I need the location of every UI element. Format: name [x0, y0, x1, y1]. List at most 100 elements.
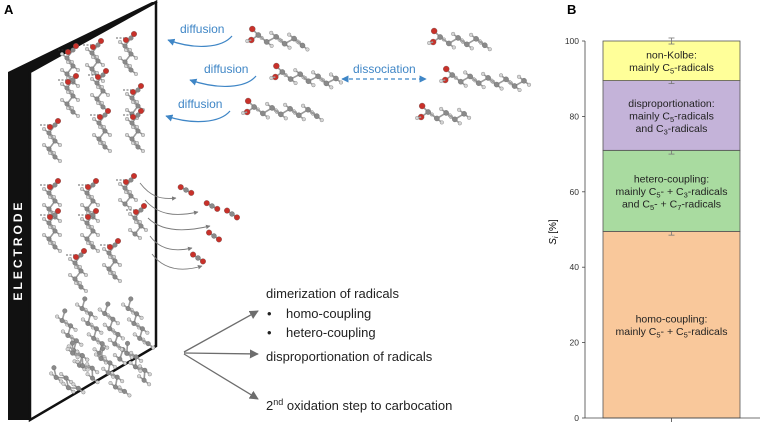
- carbon-atom: [106, 266, 112, 272]
- oxidation-prefix: 2: [266, 398, 273, 413]
- carbon-atom: [46, 206, 52, 212]
- hydrogen-atom: [58, 219, 62, 223]
- hydrogen-atom: [138, 236, 142, 240]
- hydrogen-atom: [147, 372, 152, 377]
- oxygen-atom: [190, 251, 196, 258]
- hydrogen-atom: [265, 115, 270, 120]
- carbon-atom: [70, 350, 76, 356]
- diffusion-arrow-3: [165, 110, 231, 123]
- hydrogen-atom: [121, 302, 126, 307]
- carbon-atom: [145, 341, 151, 347]
- oxygen-atom: [130, 89, 136, 95]
- carbon-atom: [446, 40, 452, 47]
- hydrogen-atom: [118, 279, 122, 283]
- oxidation-rest: oxidation step to carbocation: [283, 398, 452, 413]
- electrode-side-face: [8, 72, 30, 420]
- adsorbed-radical: [100, 238, 122, 283]
- adsorbed-radical: [40, 208, 62, 253]
- carbon-atom: [91, 335, 97, 341]
- oxidation-sup: nd: [273, 397, 283, 407]
- segment-label-run: 3: [664, 127, 668, 136]
- carbon-atom: [305, 78, 312, 84]
- release-arrow: [151, 253, 203, 270]
- carbon-atom: [46, 236, 52, 242]
- hydrogen-atom: [107, 337, 112, 342]
- hydrogen-atom: [80, 217, 84, 221]
- hydrogen-atom: [84, 273, 88, 277]
- hydrogen-atom: [439, 106, 444, 111]
- carbon-atom: [90, 198, 96, 204]
- carbon-atom: [124, 350, 130, 356]
- hydrogen-atom: [85, 357, 90, 362]
- hydrogen-atom: [60, 68, 64, 72]
- homo-coupling-bullet: •: [267, 306, 272, 321]
- hydrogen-atom: [293, 68, 298, 73]
- carbon-atom: [102, 144, 108, 150]
- carbon-atom: [291, 35, 297, 42]
- carbon-atom: [96, 136, 102, 142]
- oxygen-atom: [216, 236, 222, 243]
- oxygen-atom: [93, 208, 99, 214]
- oxygen-atom: [95, 74, 101, 80]
- oxygen-atom: [85, 184, 91, 190]
- oxygen-atom: [90, 44, 96, 50]
- segment-label-run: mainly C: [629, 62, 670, 74]
- adsorbed-radical: [126, 203, 148, 240]
- carbon-atom: [99, 341, 105, 347]
- hydrogen-atom: [137, 374, 142, 379]
- hydrogen-atom: [68, 257, 72, 261]
- hydrogen-atom: [60, 82, 64, 86]
- hydrogen-atom: [147, 382, 152, 387]
- hydrogen-atom: [141, 133, 145, 137]
- carbon-atom: [452, 116, 458, 123]
- coupled-alkane: [49, 365, 86, 395]
- carbon-atom: [482, 42, 488, 48]
- carbon-atom: [279, 69, 286, 75]
- hydrogen-atom: [120, 336, 125, 341]
- hydrogen-atom: [71, 389, 76, 394]
- oxygen-atom: [115, 238, 121, 244]
- hydrogen-atom: [42, 187, 46, 191]
- hydrogen-atom: [84, 289, 88, 293]
- oxygen-atom: [47, 214, 53, 220]
- coupled-alkane: [75, 296, 110, 360]
- release-arrow: [147, 217, 211, 231]
- carbon-atom: [107, 326, 113, 332]
- hydrogen-atom: [119, 347, 124, 352]
- hydrogen-atom: [305, 47, 310, 52]
- hydrogen-atom: [128, 206, 132, 210]
- segment-label: disproportionation:: [628, 98, 714, 110]
- hydrogen-atom: [73, 327, 78, 332]
- hydrogen-atom: [85, 362, 90, 367]
- y-tick-label: 20: [570, 338, 580, 348]
- adsorbed-radical: [123, 108, 145, 153]
- release-arrow: [149, 235, 193, 252]
- segment-label-run: mainly C: [629, 110, 670, 122]
- hydrogen-atom: [141, 149, 145, 153]
- hydrogen-atom: [118, 263, 122, 267]
- carbon-atom: [464, 41, 470, 48]
- segment-label-run: -radicals: [688, 186, 728, 198]
- carbon-atom: [52, 154, 58, 160]
- hydrogen-atom: [86, 332, 91, 337]
- carbon-atom: [78, 268, 84, 274]
- carbon-atom: [287, 106, 293, 112]
- hydrogen-atom: [94, 352, 98, 357]
- hydrogen-atom: [139, 315, 144, 320]
- hydrogen-atom: [301, 117, 306, 122]
- segment-label-run: -radicals: [668, 123, 708, 135]
- diffusion-arrow-2: [189, 75, 257, 87]
- segment-label: mainly C5-radicals: [629, 110, 714, 124]
- hydrogen-atom: [58, 249, 62, 253]
- hydrogen-atom: [71, 382, 76, 387]
- carbon-atom: [100, 88, 106, 94]
- adsorbed-radical: [116, 31, 138, 76]
- hydrogen-atom: [329, 85, 334, 90]
- carboxylic-acid-molecule: [245, 25, 310, 52]
- carbon-atom: [65, 385, 71, 391]
- hydrogen-atom: [427, 41, 432, 45]
- hydrogen-atom: [127, 393, 132, 398]
- carbon-atom: [110, 316, 116, 322]
- hydrogen-atom: [85, 47, 89, 51]
- hydrogen-atom: [265, 101, 270, 106]
